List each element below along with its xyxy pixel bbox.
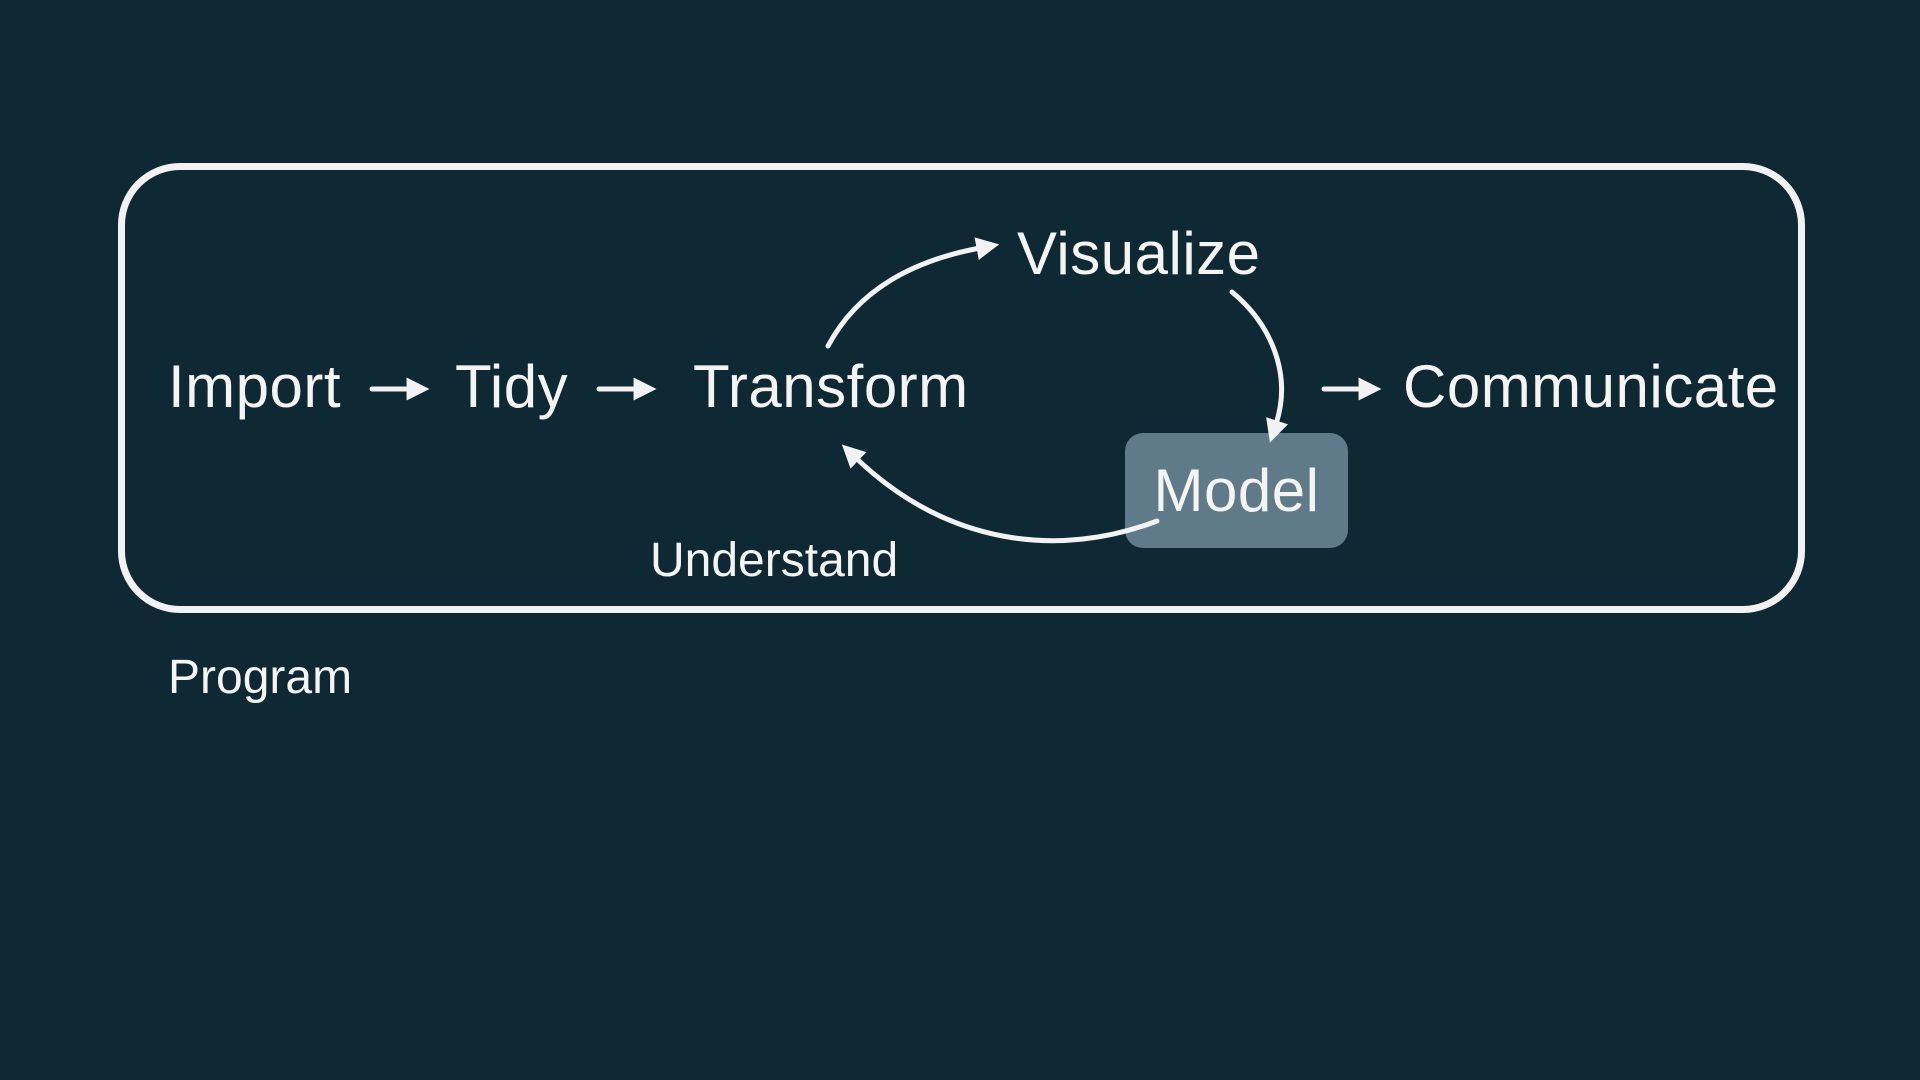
node-model: Model (1153, 456, 1320, 524)
node-import: Import (168, 353, 342, 420)
label-program: Program (168, 651, 353, 704)
node-communicate: Communicate (1403, 353, 1779, 420)
label-understand: Understand (650, 534, 899, 587)
model-box: Model (1125, 433, 1348, 548)
node-transform: Transform (693, 353, 969, 420)
node-tidy: Tidy (455, 353, 569, 420)
node-visualize: Visualize (1017, 220, 1261, 287)
program-frame (118, 163, 1805, 613)
